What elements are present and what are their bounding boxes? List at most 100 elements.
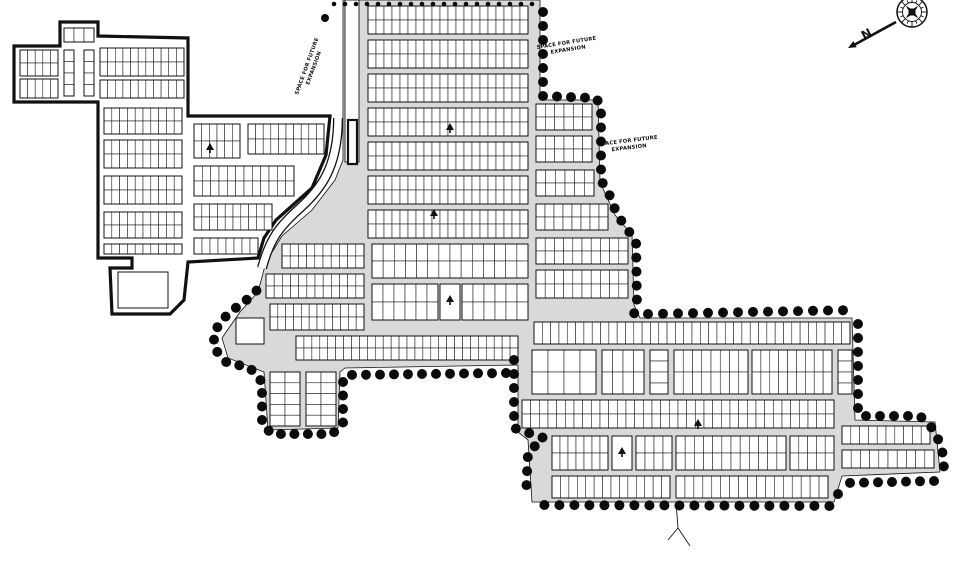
plot xyxy=(868,425,878,445)
tree-icon xyxy=(643,309,653,319)
plot xyxy=(673,349,684,373)
north-arrow-head xyxy=(848,41,857,48)
plot xyxy=(277,316,286,331)
plot-block-outline xyxy=(265,273,365,299)
plot xyxy=(447,87,457,103)
plot xyxy=(298,243,307,257)
plot-block-outline xyxy=(367,73,529,103)
plot-block-outline xyxy=(193,203,273,231)
plot xyxy=(599,399,609,415)
park-symbols xyxy=(206,123,702,457)
plot xyxy=(449,243,462,262)
plot xyxy=(503,39,513,55)
plot xyxy=(601,371,613,395)
plot-block-outline xyxy=(103,175,183,205)
plot xyxy=(371,260,384,279)
plot xyxy=(796,349,806,373)
tree-icon xyxy=(596,164,606,175)
plot xyxy=(320,404,337,416)
tree-icon xyxy=(853,403,863,413)
tree-icon xyxy=(779,500,790,511)
plot xyxy=(787,349,797,373)
plot xyxy=(493,335,503,349)
plot xyxy=(741,321,751,345)
plot xyxy=(747,399,757,415)
plot xyxy=(660,413,670,429)
plot xyxy=(423,73,433,89)
plot-block xyxy=(751,349,833,395)
plot xyxy=(751,371,762,395)
plot xyxy=(314,285,324,299)
plot xyxy=(447,107,457,123)
plot xyxy=(316,123,325,140)
plot xyxy=(535,203,546,218)
plot-block xyxy=(295,335,519,361)
plot xyxy=(103,153,113,169)
plot-block xyxy=(103,175,183,205)
plot xyxy=(912,425,922,445)
plot xyxy=(331,273,340,287)
plot-block-outline xyxy=(367,107,529,137)
plot xyxy=(416,260,428,279)
plot xyxy=(767,452,778,471)
plot xyxy=(439,155,449,171)
plot xyxy=(158,107,167,122)
compass-spoke xyxy=(906,20,909,24)
plot xyxy=(471,107,481,123)
plot xyxy=(114,47,124,63)
plot xyxy=(399,53,409,69)
plot xyxy=(600,283,610,299)
plot xyxy=(282,273,291,287)
tree-icon xyxy=(538,77,548,87)
tree-icon xyxy=(539,500,550,510)
plot xyxy=(545,148,555,163)
plot xyxy=(539,399,549,415)
plot xyxy=(107,79,116,99)
plot xyxy=(145,47,154,63)
plot xyxy=(755,399,765,415)
plot xyxy=(449,260,462,279)
plot-block xyxy=(675,435,787,471)
plot xyxy=(887,449,898,469)
plot xyxy=(348,303,357,318)
plot xyxy=(816,435,826,454)
plot xyxy=(711,475,721,499)
expansion-label-line2: EXPANSION xyxy=(611,143,647,153)
plot xyxy=(367,335,376,349)
plot xyxy=(542,321,551,345)
plot xyxy=(554,283,564,299)
plot xyxy=(233,237,243,255)
plot xyxy=(479,121,489,137)
tree-icon xyxy=(929,476,939,486)
plot xyxy=(383,121,393,137)
plot xyxy=(407,5,417,21)
plot xyxy=(531,349,549,373)
plot xyxy=(260,180,270,197)
plot xyxy=(232,203,242,218)
plot xyxy=(591,452,601,471)
plot xyxy=(511,87,521,103)
plot xyxy=(563,349,581,373)
plot xyxy=(423,19,433,35)
plot xyxy=(150,224,159,239)
plot xyxy=(160,79,170,99)
plot xyxy=(423,141,433,157)
plot xyxy=(217,216,226,231)
tree-icon xyxy=(529,1,535,7)
plot xyxy=(738,399,748,415)
plot xyxy=(495,39,505,55)
tree-icon xyxy=(353,1,359,7)
plot xyxy=(903,425,913,445)
plot xyxy=(34,62,44,77)
plot xyxy=(127,139,136,155)
plot xyxy=(581,283,592,299)
plot xyxy=(201,237,211,255)
tree-icon xyxy=(459,368,469,379)
plot xyxy=(127,175,136,191)
plot-block xyxy=(371,243,529,279)
plot xyxy=(581,269,592,285)
plot xyxy=(320,371,337,384)
plot xyxy=(340,316,349,331)
plot xyxy=(650,321,660,345)
plot xyxy=(314,243,324,257)
